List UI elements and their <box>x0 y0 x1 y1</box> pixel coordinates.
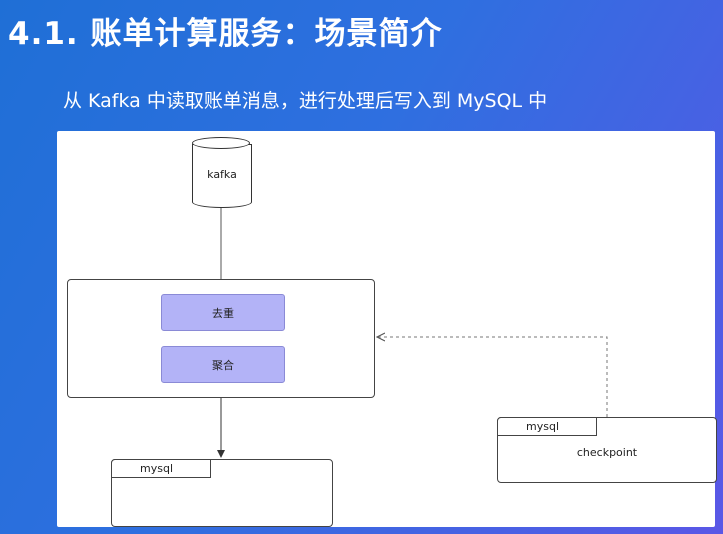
mysql-sink-box <box>111 459 333 527</box>
checkpoint-label: checkpoint <box>576 446 638 459</box>
mysql-sink-tab: mysql <box>111 459 211 478</box>
checkpoint-dashed-arrow <box>377 337 608 417</box>
checkpoint-mysql-tab: mysql <box>497 417 597 436</box>
step-dedup: 去重 <box>161 294 285 331</box>
slide-subtitle: 从 Kafka 中读取账单消息，进行处理后写入到 MySQL 中 <box>63 90 548 112</box>
kafka-cylinder-top <box>192 137 250 149</box>
step-aggregate: 聚合 <box>161 346 285 383</box>
kafka-label: kafka <box>207 168 237 181</box>
slide-title: 4.1. 账单计算服务：场景简介 <box>8 16 443 52</box>
